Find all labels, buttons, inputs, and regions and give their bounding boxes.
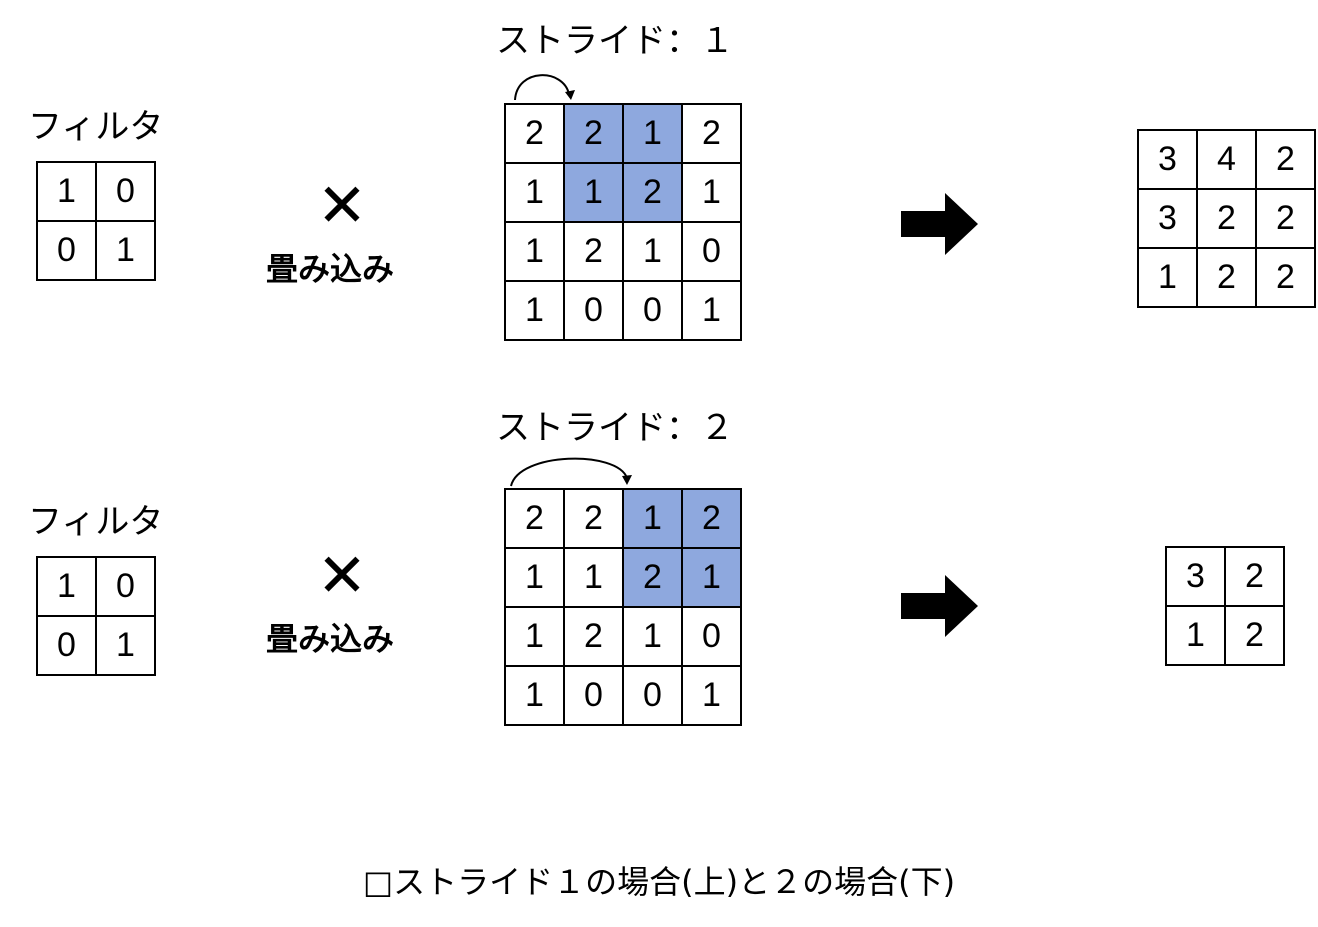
stride-arrow-icon-1 <box>514 74 575 101</box>
matrix-cell: 0 <box>624 282 683 341</box>
matrix-cell: 2 <box>683 490 742 549</box>
multiply-icon-2: ✕ <box>316 541 368 611</box>
filter-label-2: フィルタ <box>28 502 164 542</box>
matrix-cell: 1 <box>506 164 565 223</box>
matrix-cell: 0 <box>565 667 624 726</box>
stride-label-2: ストライド：２ <box>496 408 734 448</box>
matrix-cell: 1 <box>683 667 742 726</box>
matrix-cell: 1 <box>1167 607 1226 666</box>
matrix-cell: 1 <box>506 223 565 282</box>
matrix-cell: 1 <box>624 608 683 667</box>
matrix-cell: 1 <box>97 222 156 281</box>
matrix-cell: 0 <box>97 558 156 617</box>
stride-arrow-icon-2 <box>510 457 632 487</box>
matrix-cell: 2 <box>1257 131 1316 190</box>
matrix-cell: 2 <box>683 105 742 164</box>
matrix-cell: 0 <box>97 163 156 222</box>
matrix-cell: 3 <box>1167 548 1226 607</box>
result-arrow-icon-1 <box>901 193 978 255</box>
matrix-cell: 1 <box>565 164 624 223</box>
matrix-cell: 2 <box>565 608 624 667</box>
stride-label-1: ストライド：１ <box>496 21 734 61</box>
filter-label-1: フィルタ <box>28 107 164 147</box>
matrix-cell: 0 <box>38 222 97 281</box>
convolution-label-2: 畳み込み <box>266 620 395 658</box>
matrix-cell: 2 <box>565 490 624 549</box>
matrix-cell: 2 <box>1198 190 1257 249</box>
matrix-cell: 1 <box>683 549 742 608</box>
matrix-cell: 2 <box>565 223 624 282</box>
matrix-cell: 1 <box>506 608 565 667</box>
multiply-icon-1: ✕ <box>316 171 368 241</box>
matrix-cell: 1 <box>1139 249 1198 308</box>
matrix-cell: 1 <box>38 558 97 617</box>
matrix-cell: 3 <box>1139 131 1198 190</box>
matrix-cell: 2 <box>1226 548 1285 607</box>
matrix-cell: 0 <box>683 223 742 282</box>
matrix-cell: 1 <box>683 282 742 341</box>
matrix-cell: 1 <box>506 549 565 608</box>
figure-caption: □ストライド１の場合(上)と２の場合(下) <box>362 863 956 901</box>
matrix-cell: 2 <box>624 549 683 608</box>
matrix-cell: 4 <box>1198 131 1257 190</box>
matrix-cell: 2 <box>1198 249 1257 308</box>
matrix-cell: 0 <box>565 282 624 341</box>
matrix-cell: 1 <box>506 282 565 341</box>
matrix-cell: 2 <box>506 105 565 164</box>
matrix-cell: 1 <box>624 223 683 282</box>
matrix-cell: 1 <box>506 667 565 726</box>
matrix-cell: 2 <box>1257 249 1316 308</box>
matrix-cell: 0 <box>38 617 97 676</box>
matrix-cell: 2 <box>1226 607 1285 666</box>
matrix-cell: 1 <box>624 105 683 164</box>
convolution-label-1: 畳み込み <box>266 250 395 288</box>
result-arrow-icon-2 <box>901 575 978 637</box>
matrix-cell: 0 <box>683 608 742 667</box>
matrix-cell: 2 <box>506 490 565 549</box>
matrix-cell: 1 <box>624 490 683 549</box>
matrix-cell: 2 <box>1257 190 1316 249</box>
matrix-cell: 2 <box>624 164 683 223</box>
matrix-cell: 1 <box>38 163 97 222</box>
matrix-cell: 0 <box>624 667 683 726</box>
matrix-cell: 1 <box>97 617 156 676</box>
matrix-cell: 2 <box>565 105 624 164</box>
matrix-cell: 1 <box>565 549 624 608</box>
matrix-cell: 1 <box>683 164 742 223</box>
matrix-cell: 3 <box>1139 190 1198 249</box>
